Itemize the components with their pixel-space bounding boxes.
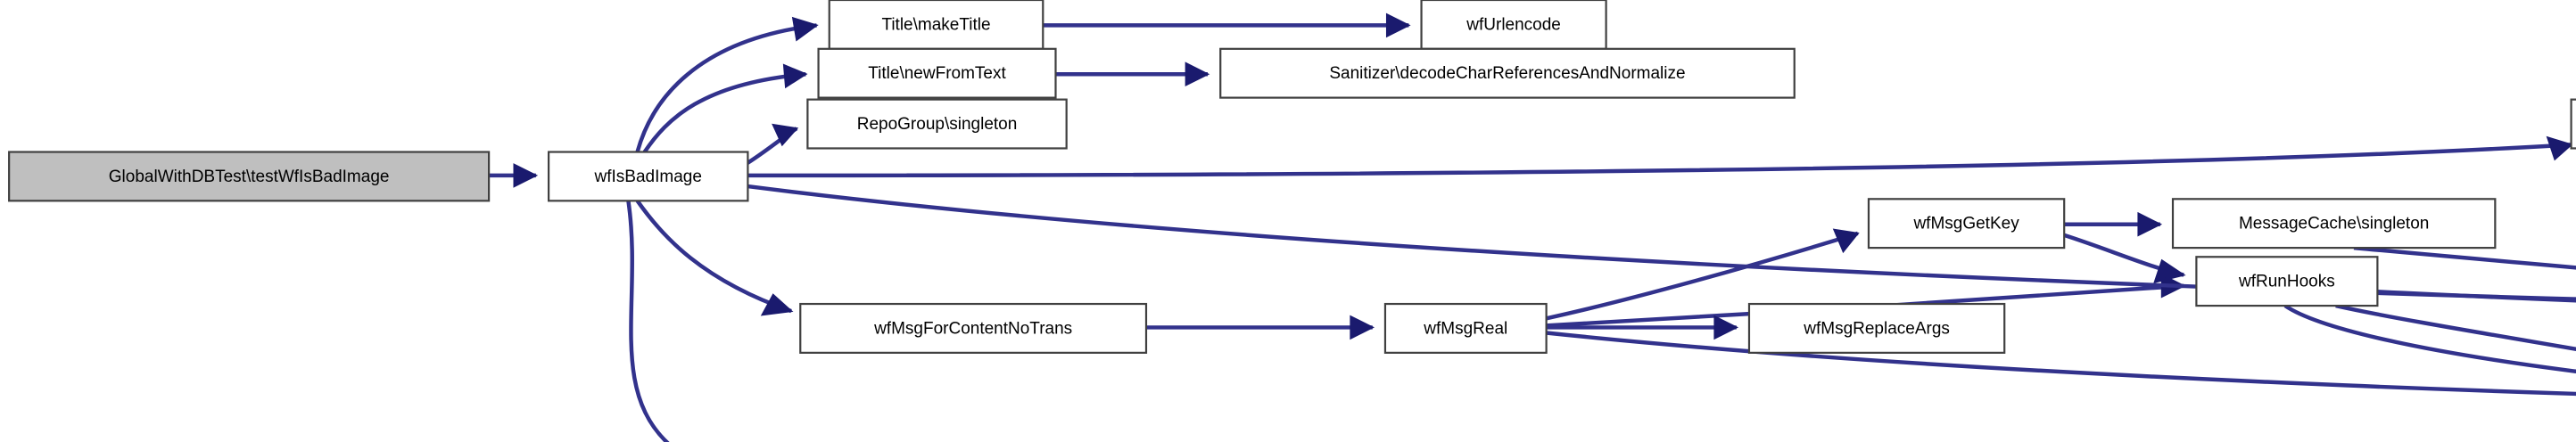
arrowhead-icon — [513, 163, 539, 188]
graph-node[interactable]: Sanitizer\decodeCharReferencesAndNormali… — [1219, 47, 1796, 99]
graph-node[interactable]: wfIsBadImage — [547, 151, 749, 202]
call-edge — [1546, 228, 1860, 321]
node-box[interactable] — [799, 302, 1148, 354]
edge-line — [626, 201, 670, 442]
node-box[interactable] — [1747, 302, 2006, 354]
call-edge — [635, 16, 819, 153]
nodes-layer: GlobalWithDBTest\testWfIsBadImage wfIsBad… — [8, 0, 2576, 354]
graph-node[interactable]: GlobalWithDBTest\testWfIsBadImage — [8, 151, 491, 202]
arrowhead-icon — [760, 293, 794, 316]
edge-line — [2283, 304, 2576, 373]
graph-node[interactable]: wfMsgReal — [1383, 302, 1548, 354]
arrowhead-icon — [772, 123, 799, 147]
arrowhead-icon — [782, 63, 808, 89]
edge-line — [1546, 331, 2576, 397]
call-edge — [635, 200, 794, 316]
graph-node[interactable]: RepoGroup\singleton — [806, 98, 1068, 150]
arrowhead-icon — [791, 16, 819, 42]
call-edge — [642, 63, 808, 153]
call-edge — [626, 201, 670, 442]
arrowhead-icon — [1832, 228, 1860, 254]
graph-node[interactable]: wfGetMessageCacheStorage — [2570, 98, 2576, 150]
graph-node[interactable]: wfRunHooks — [2195, 256, 2379, 307]
graph-node[interactable]: MessageCache\singleton — [2171, 198, 2497, 250]
call-edge — [747, 184, 2576, 301]
node-box[interactable] — [806, 98, 1068, 150]
edge-line — [1546, 231, 1859, 321]
node-box[interactable] — [2570, 98, 2576, 150]
node-box[interactable] — [1219, 47, 1796, 99]
node-box[interactable] — [1420, 0, 1607, 50]
call-edge — [747, 135, 2573, 178]
call-edge — [2353, 245, 2576, 270]
root-node-box[interactable] — [8, 151, 491, 202]
arrowhead-icon — [2137, 211, 2163, 237]
graph-node[interactable]: wfMsgForContentNoTrans — [799, 302, 1148, 354]
edge-line — [2353, 245, 2576, 270]
graph-node[interactable]: wfMsgGetKey — [1867, 198, 2066, 250]
edge-line — [635, 200, 792, 314]
node-box[interactable] — [817, 47, 1057, 99]
edge-line — [642, 72, 806, 153]
arrowhead-icon — [1713, 315, 1739, 340]
arrowhead-icon — [1350, 315, 1375, 340]
node-box[interactable] — [828, 0, 1044, 50]
edge-line — [747, 184, 2576, 301]
arrowhead-icon — [1185, 61, 1210, 87]
edge-line — [2335, 303, 2576, 351]
call-edge — [2335, 303, 2576, 351]
node-box[interactable] — [2195, 256, 2379, 307]
call-edge — [2064, 211, 2163, 237]
node-box[interactable] — [1867, 198, 2066, 250]
graph-node[interactable]: Title\newFromText — [817, 47, 1057, 99]
edge-line — [747, 143, 2572, 178]
call-edge — [747, 123, 799, 165]
call-edge — [2283, 304, 2576, 373]
call-edge — [1145, 315, 1375, 340]
graph-node[interactable]: wfUrlencode — [1420, 0, 1607, 50]
call-edge — [2063, 233, 2186, 284]
edge-line — [635, 23, 817, 153]
node-box[interactable] — [1383, 302, 1548, 354]
node-box[interactable] — [547, 151, 749, 202]
graph-node[interactable]: Title\makeTitle — [828, 0, 1044, 50]
node-box[interactable] — [2171, 198, 2497, 250]
call-edge — [1055, 61, 1210, 87]
call-edge — [489, 163, 539, 188]
call-edge — [1546, 315, 1739, 340]
graph-node[interactable]: wfMsgReplaceArgs — [1747, 302, 2006, 354]
call-edge — [1043, 12, 1411, 38]
arrowhead-icon — [1385, 12, 1411, 38]
arrowhead-icon — [2546, 135, 2573, 161]
